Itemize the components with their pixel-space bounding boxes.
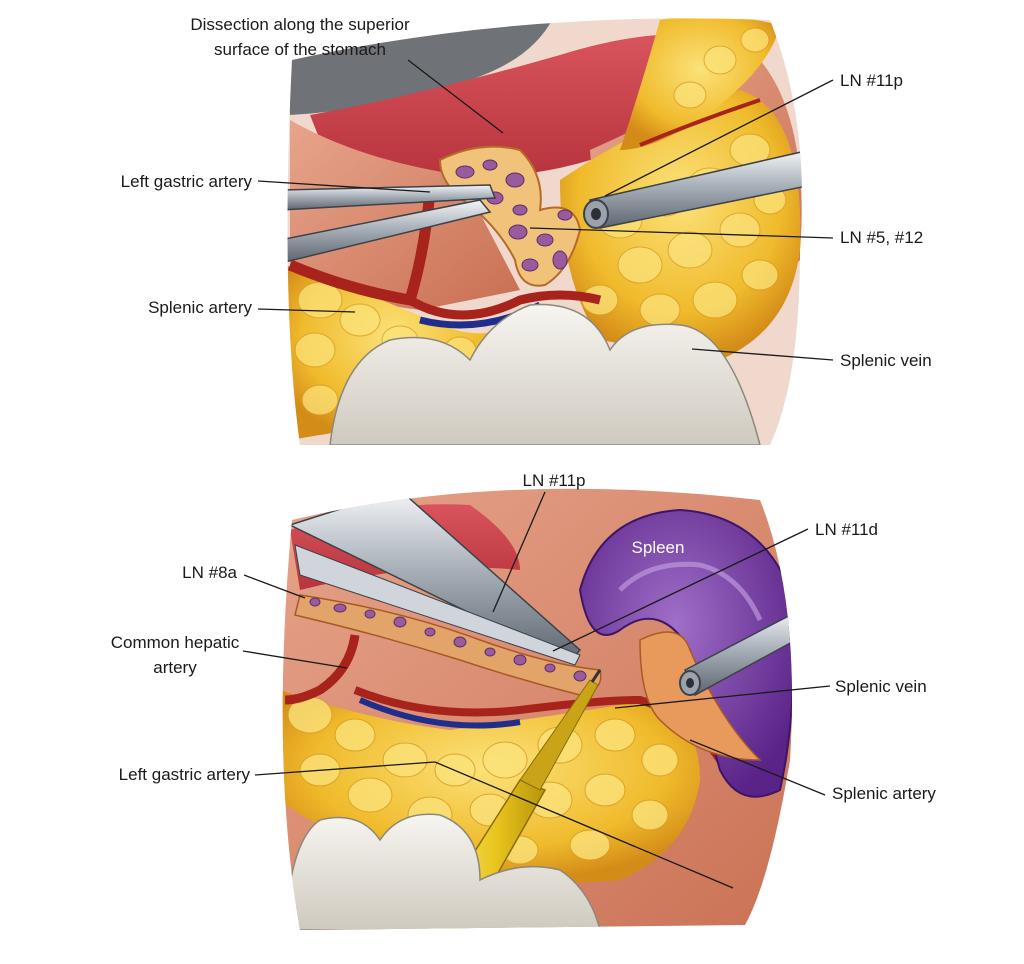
- label-dissection-line2: surface of the stomach: [214, 40, 386, 59]
- pancreas-surface-2: [284, 813, 601, 930]
- fat-tissue-top: [620, 18, 780, 150]
- label-splenic-vein-bottom: Splenic vein: [835, 677, 927, 696]
- splenic-hilum: [639, 631, 762, 761]
- pancreas-surface: [329, 303, 761, 445]
- label-splenic-artery-top: Splenic artery: [148, 298, 252, 317]
- leader-lines: [242, 59, 834, 889]
- top-panel-illustration: [287, 18, 802, 445]
- spleen-organ: [578, 508, 792, 798]
- label-left-gastric-artery-bottom: Left gastric artery: [119, 765, 251, 784]
- label-splenic-artery-bottom: Splenic artery: [832, 784, 936, 803]
- label-ln-11d: LN #11d: [815, 520, 878, 539]
- lymph-node-cluster: [438, 145, 582, 287]
- common-hepatic-artery-vessel: [284, 634, 360, 705]
- label-dissection-line1: Dissection along the superior: [190, 15, 410, 34]
- label-ln-11p-top: LN #11p: [840, 71, 903, 90]
- label-splenic-vein-top: Splenic vein: [840, 351, 932, 370]
- label-left-gastric-artery-top: Left gastric artery: [121, 172, 253, 191]
- artery-vessel-2: [407, 290, 602, 320]
- labels: Dissection along the superior surface of…: [111, 15, 937, 803]
- bottom-panel-illustration: [282, 488, 792, 930]
- suction-tube: [583, 149, 802, 229]
- label-common-hepatic-line2: artery: [153, 658, 197, 677]
- label-common-hepatic-line1: Common hepatic: [111, 633, 240, 652]
- label-ln-8a: LN #8a: [182, 563, 237, 582]
- label-ln-11p-bottom: LN #11p: [522, 471, 585, 490]
- forceps-instrument: [287, 184, 497, 263]
- stomach-mucosa: [310, 34, 700, 176]
- label-ln-5-12: LN #5, #12: [840, 228, 923, 247]
- splenic-vein-vessel: [358, 697, 521, 729]
- suction-tube-2: [679, 608, 792, 697]
- label-spleen: Spleen: [632, 538, 685, 557]
